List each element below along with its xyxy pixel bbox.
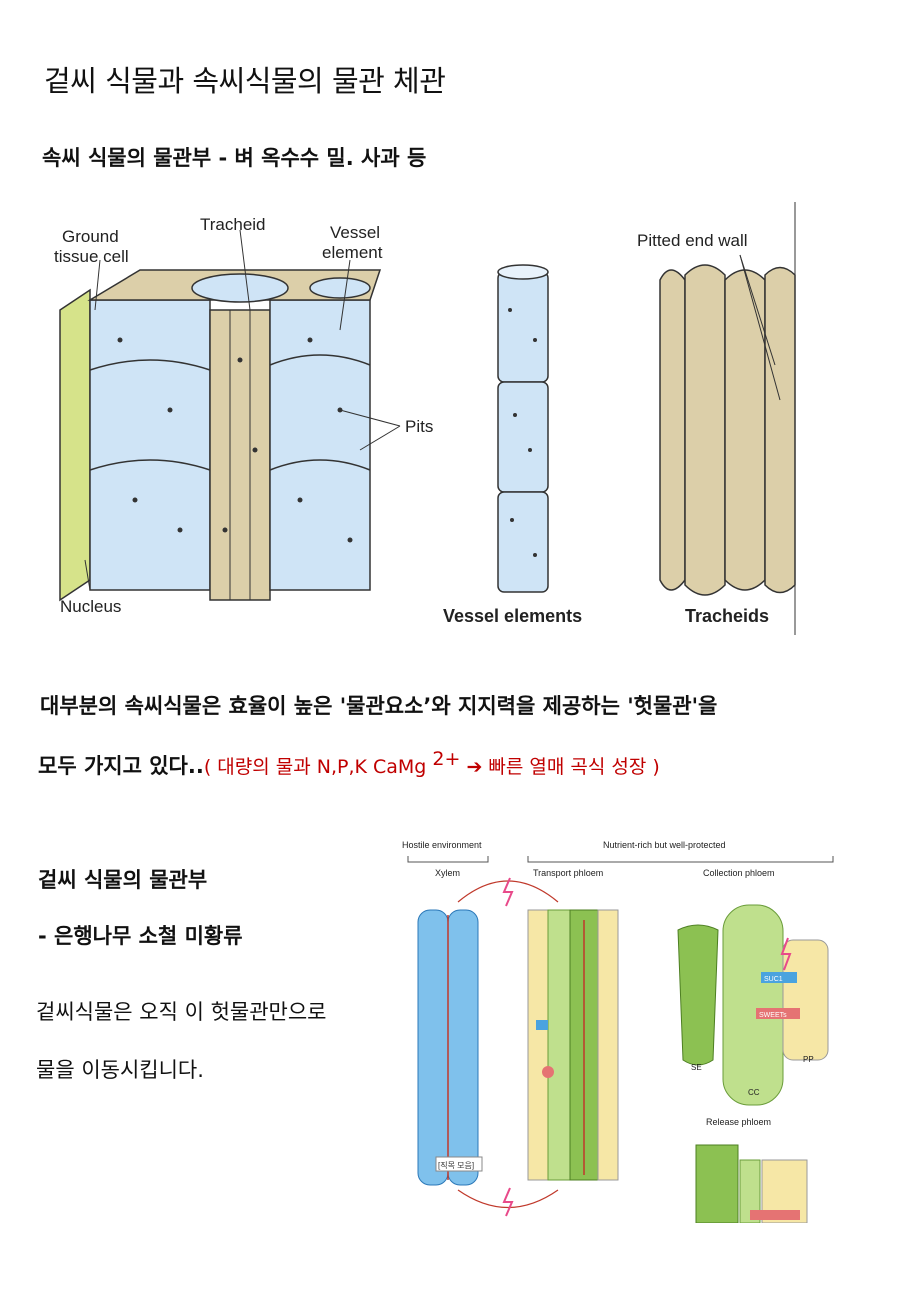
tracheids-drawing — [659, 254, 796, 596]
xylem-block-diagram — [59, 229, 401, 602]
label-nucleus: Nucleus — [60, 597, 121, 616]
xylem-column: [직목 모음] — [417, 909, 483, 1186]
label-suc: SUC1 — [764, 976, 783, 983]
label-vessel-elements: Vessel elements — [443, 606, 582, 626]
label-se: SE — [691, 1063, 702, 1072]
release-phloem — [695, 1144, 808, 1223]
xylem-structure-figure: Ground tissue cell Tracheid Vessel eleme… — [54, 202, 796, 635]
label-tracheids: Tracheids — [685, 606, 769, 626]
label-cc: CC — [748, 1088, 760, 1097]
label-vessel-2: element — [322, 243, 383, 262]
gymnosperm-body-line-1: 겉씨식물은 오직 이 헛물관만으로 — [36, 1000, 327, 1024]
label-transport: Transport phloem — [533, 868, 603, 878]
paragraph-line-2-bold: 모두 가지고 있다.. — [38, 754, 204, 778]
paragraph-line-2: 모두 가지고 있다..( 대량의 물과 N,P,K CaMg 2+ ➔ 빠른 열… — [38, 748, 660, 780]
paragraph-line-2-red-b: ➔ 빠른 열매 곡식 성장 ) — [460, 756, 660, 778]
label-hostile: Hostile environment — [402, 840, 482, 850]
label-vessel: Vessel — [330, 223, 380, 242]
paragraph-line-1: 대부분의 속씨식물은 효율이 높은 '물관요소’와 지지력을 제공하는 '헛물관… — [40, 694, 718, 718]
gymnosperm-body-line-2: 물을 이동시킵니다. — [36, 1058, 204, 1082]
label-ground-tissue-2: tissue cell — [54, 247, 129, 266]
label-ground-tissue: Ground — [62, 227, 119, 246]
angiosperm-xylem-heading: 속씨 식물의 물관부 - 벼 옥수수 밀. 사과 등 — [42, 146, 427, 170]
label-tracheid: Tracheid — [200, 215, 266, 234]
collection-phloem: SUC1 SWEETs — [677, 904, 829, 1106]
label-collection: Collection phloem — [703, 868, 775, 878]
label-sweet: SWEETs — [759, 1012, 787, 1019]
paragraph-line-2-red-a: ( 대량의 물과 N,P,K CaMg — [203, 756, 433, 778]
label-nutrient: Nutrient-rich but well-protected — [603, 840, 726, 850]
gymnosperm-examples: - 은행나무 소철 미황류 — [38, 924, 243, 948]
label-release: Release phloem — [706, 1117, 771, 1127]
paragraph-superscript: 2+ — [432, 748, 461, 770]
page-title: 겉씨 식물과 속씨식물의 물관 체관 — [44, 64, 446, 98]
transport-phloem — [527, 909, 619, 1181]
label-xylem-note: [직목 모음] — [438, 1160, 474, 1170]
label-pits: Pits — [405, 417, 433, 436]
label-xylem: Xylem — [435, 868, 460, 878]
vessel-elements-drawing — [497, 264, 549, 593]
label-pp: PP — [803, 1055, 814, 1064]
gymnosperm-xylem-heading: 겉씨 식물의 물관부 — [38, 868, 208, 892]
label-pitted-end-wall: Pitted end wall — [637, 231, 748, 250]
phloem-transport-figure: Hostile environment Nutrient-rich but we… — [402, 840, 834, 1223]
